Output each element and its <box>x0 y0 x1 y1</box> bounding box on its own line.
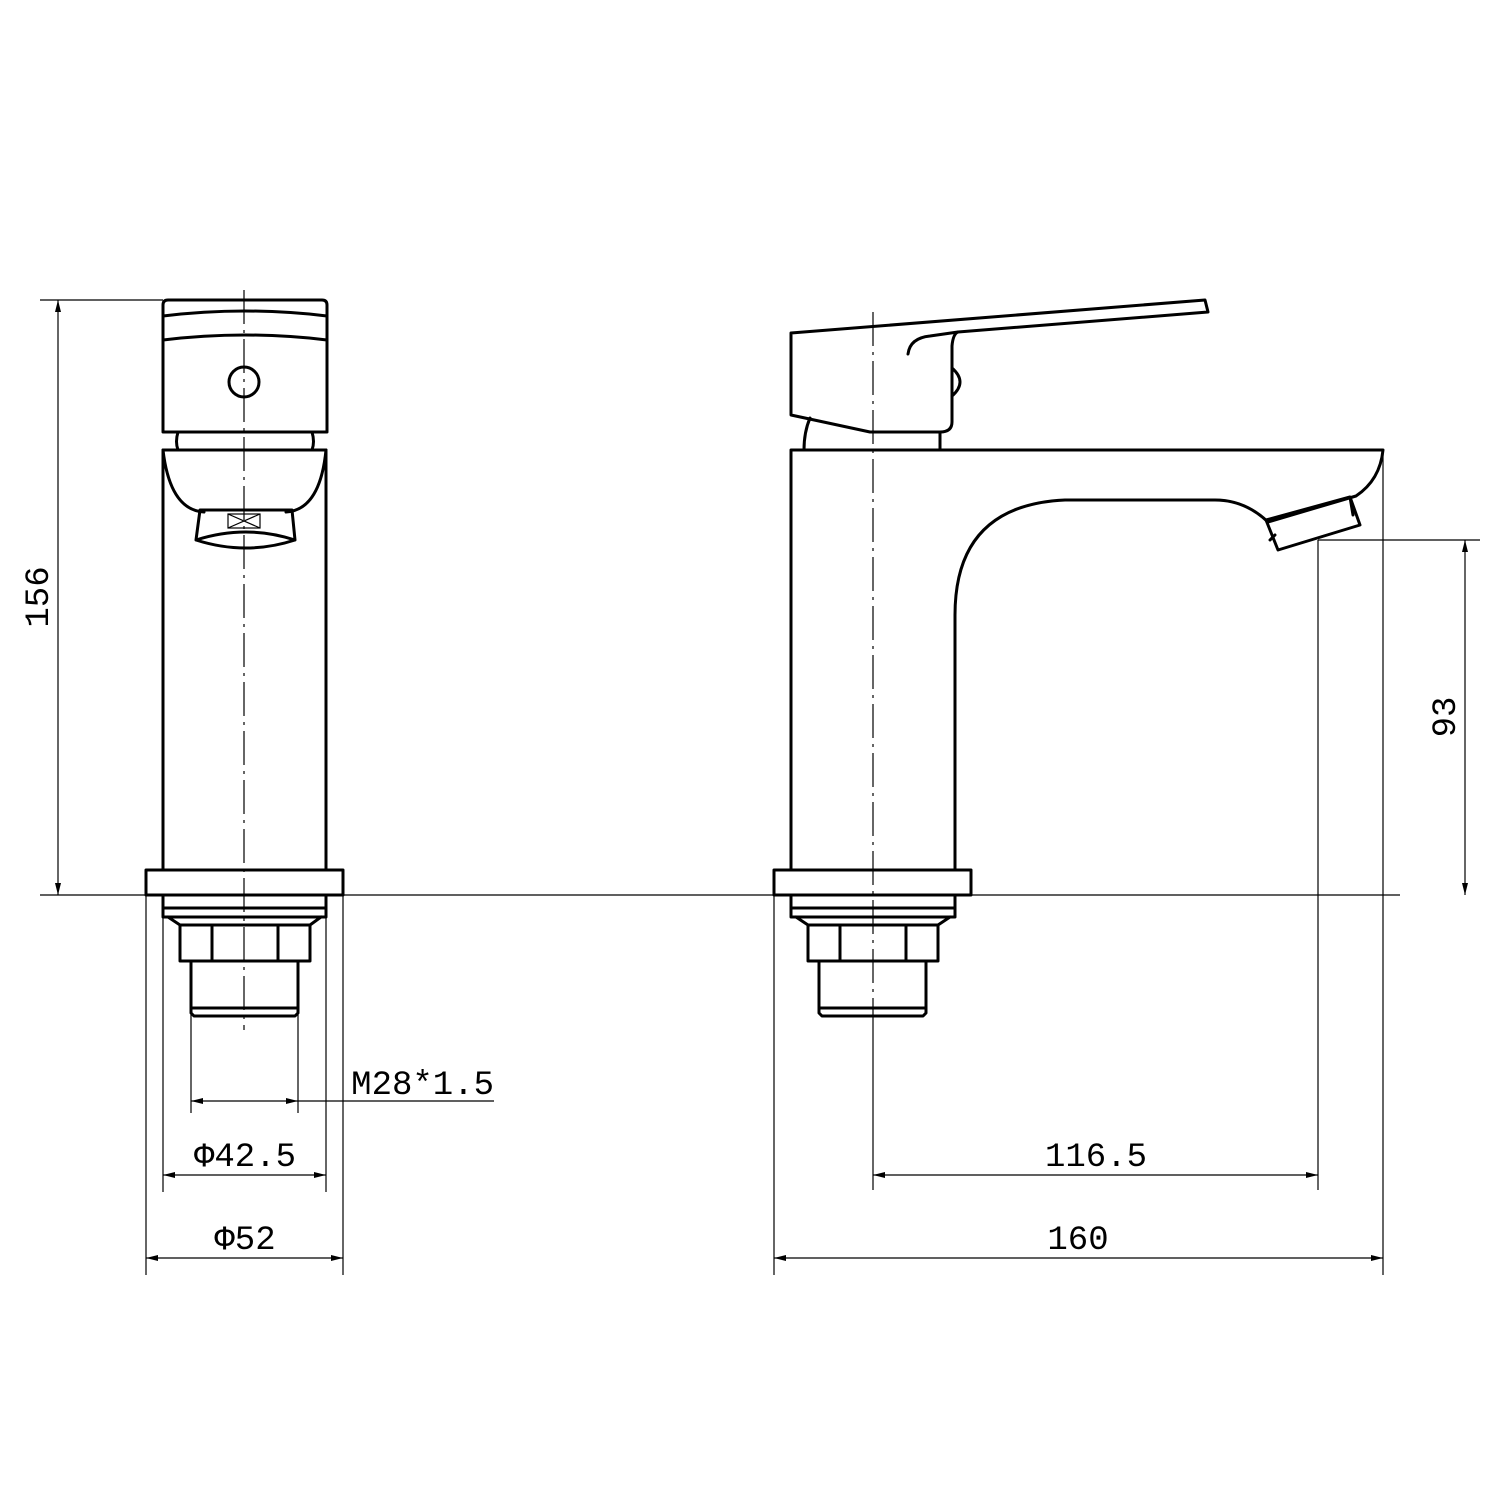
front-view <box>144 290 345 1030</box>
side-cartridge-cap <box>802 416 942 452</box>
dim-base-diameter: Φ52 <box>214 1222 275 1260</box>
side-screw-cap <box>950 366 962 398</box>
dim-thread: M28*1.5 <box>351 1067 494 1105</box>
side-view <box>772 298 1385 1030</box>
front-handle <box>161 298 329 434</box>
side-lever-inner <box>906 330 960 356</box>
dim-spout-height: 93 <box>1428 697 1466 738</box>
front-mounting-nut <box>178 923 312 963</box>
side-lever-handle <box>789 298 1210 434</box>
dim-body-diameter: Φ42.5 <box>194 1139 296 1177</box>
front-dimensions: 156 M28*1.5 Φ42.5 Φ52 <box>21 299 1400 1275</box>
side-dimensions: 93 116.5 160 <box>773 450 1480 1275</box>
front-aerator <box>194 508 297 550</box>
dim-height-total: 156 <box>21 566 59 627</box>
dim-spout-reach: 116.5 <box>1045 1139 1147 1177</box>
dim-total-length: 160 <box>1047 1222 1108 1260</box>
front-handle-lower-face <box>161 309 329 342</box>
side-aerator <box>1264 495 1362 552</box>
front-cartridge-cap <box>175 430 315 452</box>
side-body-spout <box>789 448 1385 872</box>
